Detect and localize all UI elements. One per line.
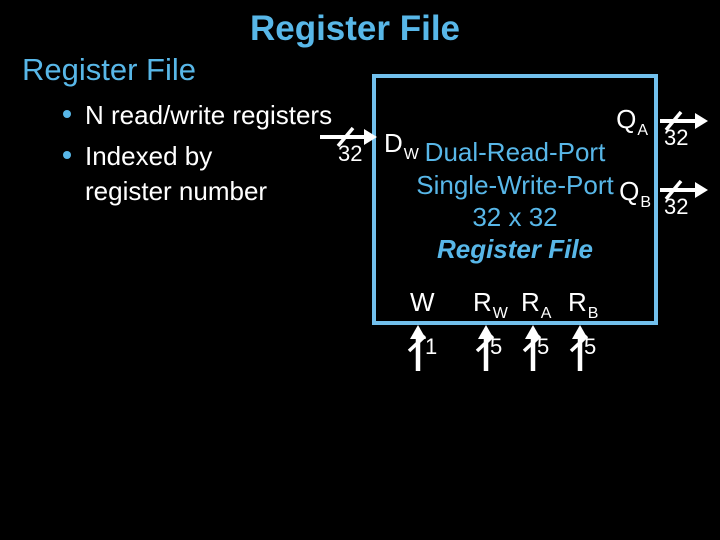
bullet-item: Indexed by xyxy=(85,141,213,171)
bullet-dot xyxy=(63,110,71,118)
page-title: Register File xyxy=(249,9,461,48)
port-label-rw: RW xyxy=(473,287,508,322)
bus-width-w: 1 xyxy=(425,334,438,359)
box-caption-line: 32 x 32 xyxy=(472,202,558,232)
register-file-box: QA DW QB Dual-Read-Port Single-Write-Por… xyxy=(372,74,658,325)
bus-width-rw: 5 xyxy=(490,334,503,359)
bus-width-ra: 5 xyxy=(537,334,550,359)
port-label-qb: QB xyxy=(619,176,651,211)
port-label-ra: RA xyxy=(521,287,552,322)
port-label-dw: DW xyxy=(384,128,419,163)
bus-width-qa: 32 xyxy=(664,125,689,150)
bus-arrow-w-input xyxy=(407,325,427,371)
section-heading: Register File xyxy=(22,52,196,87)
bus-width-input: 32 xyxy=(338,141,363,166)
bus-width-rb: 5 xyxy=(584,334,597,359)
port-label-qa: QA xyxy=(616,104,648,139)
bus-width-qb: 32 xyxy=(664,194,689,219)
bullet-dot xyxy=(63,151,71,159)
box-caption-line: Dual-Read-Port xyxy=(424,137,606,167)
bullet-item: N read/write registers xyxy=(85,100,333,130)
box-caption-line: Single-Write-Port xyxy=(416,170,614,200)
port-label-w: W xyxy=(410,287,435,317)
bullet-item-wrap-line: register number xyxy=(85,176,268,206)
box-caption-line: Register File xyxy=(436,234,594,264)
port-label-rb: RB xyxy=(568,287,599,322)
